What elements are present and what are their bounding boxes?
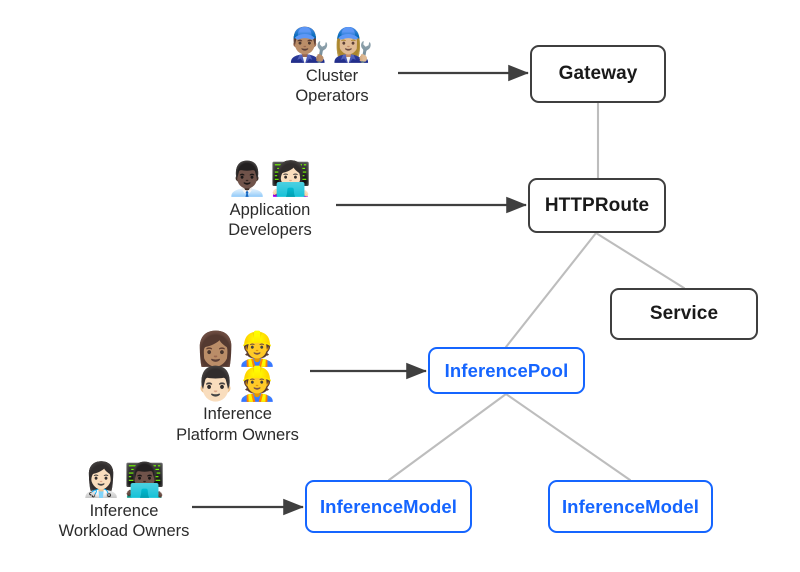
woman-health-worker-icon: 👩🏻‍⚕️👨🏿‍💻 — [80, 460, 168, 499]
persona-label-line1: Inference — [89, 501, 159, 520]
persona-label-line1: Inference — [203, 405, 272, 424]
node-label: InferenceModel — [561, 495, 700, 517]
node-label: InferencePool — [444, 359, 569, 381]
node-label: HTTPRoute — [544, 194, 650, 216]
persona-label-line2: Workload Owners — [58, 521, 190, 540]
persona-label-line2: Operators — [295, 86, 369, 105]
persona-label-line2: Developers — [228, 220, 312, 239]
edge-httproute-to-inferencepool — [504, 231, 598, 349]
node-inferencemodel-left[interactable]: InferenceModel — [305, 480, 472, 533]
edge-httproute-to-service — [594, 231, 686, 290]
persona-label-line2: Platform Owners — [176, 425, 299, 444]
node-label: Service — [649, 303, 719, 324]
office-worker-icon: 👨🏿‍💼👩🏻‍💻 — [226, 159, 314, 198]
man-mechanic-icon: 👨🏽‍🔧👩🏼‍🔧 — [288, 25, 376, 64]
node-inferencepool[interactable]: InferencePool — [428, 347, 585, 394]
woman-construction-worker-icon: 👩🏽‍👷👨🏻‍👷 — [195, 329, 280, 403]
node-service[interactable]: Service — [610, 288, 758, 340]
edge-inferencepool-to-inferencemodel-right — [504, 392, 632, 482]
node-label: InferenceModel — [319, 495, 458, 517]
persona-label-line1: Application — [229, 200, 311, 219]
node-gateway[interactable]: Gateway — [530, 45, 666, 103]
edge-inferencepool-to-inferencemodel-left — [387, 392, 508, 482]
persona-label-line1: Cluster — [305, 66, 359, 85]
node-label: Gateway — [558, 63, 638, 84]
node-httproute[interactable]: HTTPRoute — [528, 178, 666, 233]
node-inferencemodel-right[interactable]: InferenceModel — [548, 480, 713, 533]
